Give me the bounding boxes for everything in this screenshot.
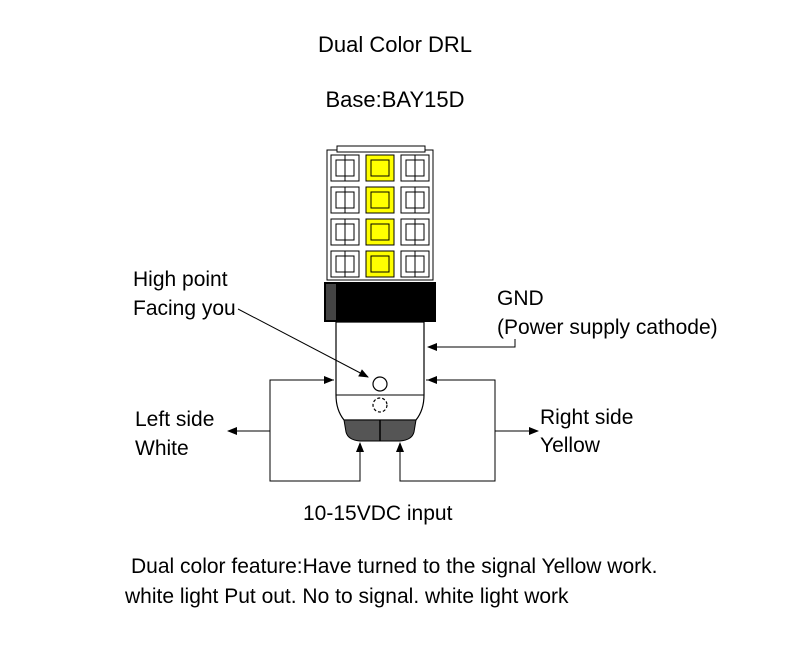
high-point-label: High point	[133, 268, 228, 291]
facing-you-label: Facing you	[133, 297, 236, 320]
gnd-arrow	[427, 339, 516, 351]
led-array	[326, 145, 434, 281]
white-led-chip-details-left	[335, 155, 355, 277]
gnd-description: (Power supply cathode)	[497, 316, 718, 339]
yellow-led-chip-details	[370, 159, 390, 273]
white-led-chip-details-right	[405, 155, 425, 277]
bulb-collar	[324, 282, 436, 322]
back-pin	[372, 397, 388, 413]
gnd-label: GND	[497, 287, 544, 310]
base-type-label: Base:BAY15D	[325, 87, 465, 112]
right-side-label: Right side	[540, 406, 634, 429]
feature-line-1: Dual color feature:Have turned to the si…	[131, 555, 658, 578]
high-point-pin	[372, 376, 388, 392]
led-top-cap	[336, 145, 426, 153]
bulb-collar-highlight	[326, 284, 336, 320]
input-voltage-label: 10-15VDC input	[303, 502, 453, 525]
right-color-label: Yellow	[540, 434, 600, 457]
feature-line-2: white light Put out. No to signal. white…	[125, 585, 569, 608]
diagram-title: Dual Color DRL	[317, 32, 473, 57]
high-point-pointer	[237, 308, 369, 378]
left-color-label: White	[135, 437, 189, 460]
left-side-label: Left side	[135, 408, 215, 431]
